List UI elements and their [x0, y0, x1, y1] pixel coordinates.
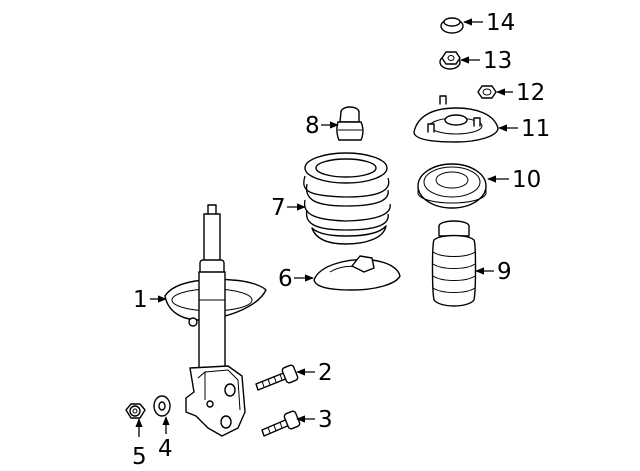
washer[interactable] — [153, 395, 171, 417]
callout-10: 10 — [512, 167, 541, 193]
callout-12: 12 — [516, 80, 545, 106]
callout-4: 4 — [158, 436, 173, 462]
callout-14: 14 — [486, 10, 515, 36]
callout-11: 11 — [521, 116, 550, 142]
callout-8: 8 — [305, 113, 320, 139]
callout-13: 13 — [483, 48, 512, 74]
coil-spring[interactable] — [303, 152, 391, 245]
callout-9: 9 — [497, 259, 512, 285]
callout-7: 7 — [271, 195, 286, 221]
leader-lines — [135, 18, 518, 437]
bolt-lower[interactable] — [261, 410, 301, 437]
nut-flange[interactable] — [439, 51, 461, 70]
callout-3: 3 — [318, 407, 333, 433]
strut-assembly[interactable] — [164, 204, 267, 437]
callout-2: 2 — [318, 360, 333, 386]
callout-6: 6 — [278, 266, 293, 292]
bump-stopper[interactable] — [336, 106, 364, 141]
upper-spring-seat[interactable] — [417, 163, 487, 209]
strut-mount[interactable] — [413, 95, 499, 143]
bolt-upper[interactable] — [255, 364, 299, 391]
lower-spring-insulator[interactable] — [313, 255, 401, 291]
callout-1: 1 — [133, 287, 148, 313]
nut-small[interactable] — [477, 85, 497, 99]
cap[interactable] — [440, 17, 464, 34]
nut-lower[interactable] — [125, 403, 146, 419]
callout-5: 5 — [132, 444, 147, 470]
dust-boot[interactable] — [431, 220, 477, 307]
